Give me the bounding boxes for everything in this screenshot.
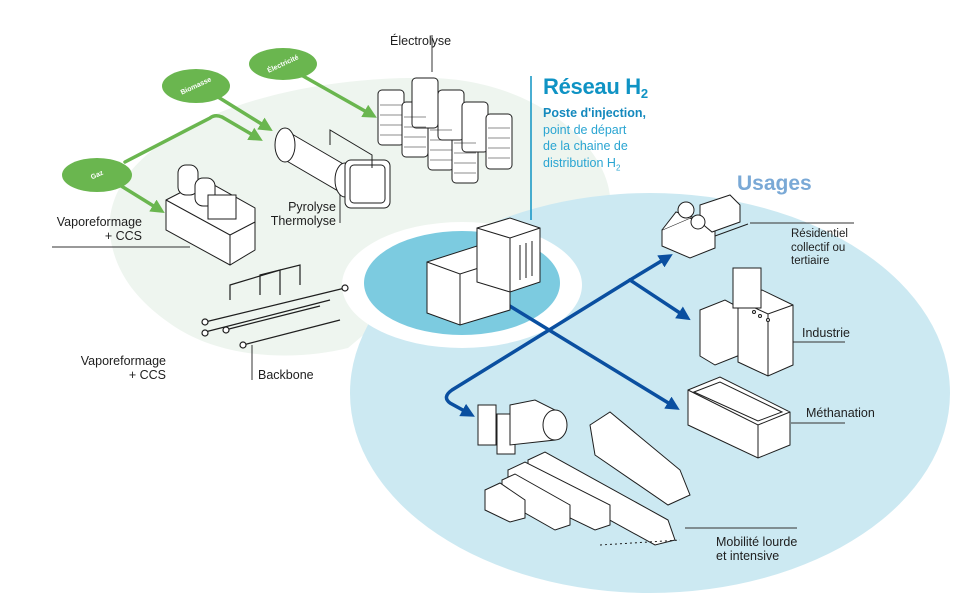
distribution-arrows: [444, 254, 691, 417]
leader-lines: [52, 35, 854, 529]
label-vaporeformage: Vaporeformage + CCS: [38, 215, 142, 243]
injection-station: [426, 217, 541, 326]
reseau-desc-subscript: 2: [615, 163, 621, 172]
industrial-buildings: [699, 267, 794, 377]
source-gaz: Gaz: [62, 158, 132, 192]
label-residentiel-line3: tertiaire: [791, 255, 830, 267]
label-residentiel: Résidentiel collectif ou tertiaire: [791, 228, 848, 269]
electrolyser-stacks: [377, 77, 513, 184]
label-vaporeformage-line1: Vaporeformage: [56, 215, 142, 229]
label-industrie: Industrie: [802, 326, 850, 340]
label-pyrolyse: Pyrolyse Thermolyse: [258, 200, 336, 228]
residential-buildings: [661, 194, 749, 259]
arrow-to-mobilite: [444, 278, 632, 417]
reseau-desc-line2: point de départ: [543, 122, 627, 137]
reseau-title: Réseau H2: [543, 74, 648, 101]
svg-text:Gaz: Gaz: [90, 169, 105, 181]
reseau-title-text: Réseau H: [543, 74, 641, 99]
heavy-mobility-vehicles: [477, 399, 691, 546]
reseau-desc-line4: distribution H2: [543, 155, 646, 177]
reseau-desc-line1: Poste d'injection,: [543, 106, 646, 120]
label-pyrolyse-line1: Pyrolyse: [288, 200, 336, 214]
reseau-desc-line3: de la chaine de: [543, 139, 628, 153]
label-vaporeformage-2-line2: + CCS: [128, 368, 166, 382]
arrow-to-methanation: [498, 298, 680, 410]
label-electrolyse: Électrolyse: [390, 34, 452, 48]
backbone-pipes: [201, 264, 349, 349]
methanation-building: [687, 376, 791, 459]
arrow-gaz-to-vaporeformage: [116, 182, 165, 213]
label-vaporeformage-line2: + CCS: [104, 229, 142, 243]
arrow-to-industrie: [628, 278, 691, 321]
label-residentiel-line2: collectif ou: [791, 241, 846, 254]
label-backbone: Backbone: [258, 368, 314, 382]
label-vaporeformage-2-line1: Vaporeformage: [80, 354, 166, 368]
label-mobilite-line2: et intensive: [716, 549, 780, 563]
label-residentiel-line1: Résidentiel: [791, 228, 848, 240]
source-biomasse: Biomasse: [162, 69, 230, 103]
source-arrows: [116, 74, 377, 213]
reseau-description: Poste d'injection, point de départ de la…: [543, 105, 646, 177]
arrow-electricite-to-electrolyse: [301, 74, 377, 118]
reseau-desc-line4-text: distribution H: [543, 155, 616, 170]
usages-title: Usages: [737, 172, 812, 195]
reseau-title-subscript: 2: [640, 86, 648, 101]
arrow-biomasse-to-pyrolyse: [216, 95, 273, 131]
label-methanation: Méthanation: [806, 406, 875, 420]
arrow-to-residentiel: [628, 254, 673, 282]
steam-reformer-unit: [165, 164, 256, 266]
label-mobilite-line1: Mobilité lourde: [716, 535, 798, 549]
arrow-gaz-to-pyrolyse: [123, 113, 263, 164]
label-vaporeformage-2: Vaporeformage + CCS: [62, 354, 166, 382]
source-electricite: Électricité: [249, 48, 317, 80]
label-mobilite: Mobilité lourde et intensive: [716, 535, 797, 563]
pyrolysis-reactor: [274, 127, 391, 209]
label-pyrolyse-line2: Thermolyse: [270, 214, 336, 228]
